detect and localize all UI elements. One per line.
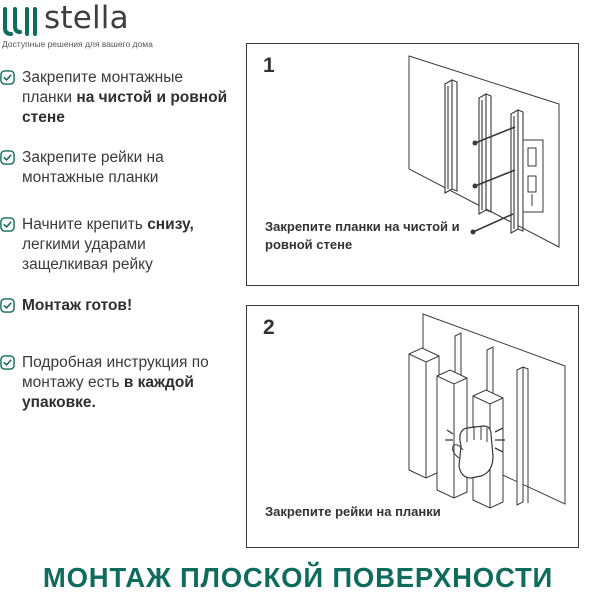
slats-installation-illustration <box>408 313 566 509</box>
panel-number: 2 <box>263 316 275 339</box>
panel-number: 1 <box>263 54 275 77</box>
step-text: Закрепите монтажные планки на чистой и р… <box>22 69 228 126</box>
step-item: Закрепите рейки на монтажные планки <box>0 148 235 190</box>
check-icon <box>0 70 15 85</box>
brand-tagline: Доступные решения для вашего дома <box>2 39 153 49</box>
check-icon <box>0 217 15 232</box>
panel-caption: Закрепите рейки на планки <box>265 504 441 519</box>
step-text: Подробная инструкция по монтажу есть в к… <box>22 354 209 411</box>
panel-caption: Закрепите планки на чистой и ровной стен… <box>265 219 460 252</box>
step-text: Закрепите рейки на монтажные планки <box>22 149 164 186</box>
step-item: Закрепите монтажные планки на чистой и р… <box>0 68 235 130</box>
instruction-panel-1: 1 Закрепите планки на чистой и ровной ст… <box>246 43 579 286</box>
step-text: Начните крепить снизу, легкими ударами з… <box>22 216 194 273</box>
mounting-rails-illustration <box>408 55 560 248</box>
page-title: МОНТАЖ ПЛОСКОЙ ПОВЕРХНОСТИ <box>42 562 554 593</box>
step-item: Монтаж готов! <box>0 296 235 318</box>
stella-logo-icon <box>3 7 37 36</box>
check-icon <box>0 355 15 370</box>
instruction-panel-2: 2 Закрепите рейки на планки <box>246 305 579 548</box>
step-item: Начните крепить снизу, легкими ударами з… <box>0 215 235 277</box>
step-text: Монтаж готов! <box>22 297 133 314</box>
check-icon <box>0 298 15 313</box>
brand-name: stella <box>44 0 129 36</box>
check-icon <box>0 150 15 165</box>
step-item: Подробная инструкция по монтажу есть в к… <box>0 353 235 415</box>
